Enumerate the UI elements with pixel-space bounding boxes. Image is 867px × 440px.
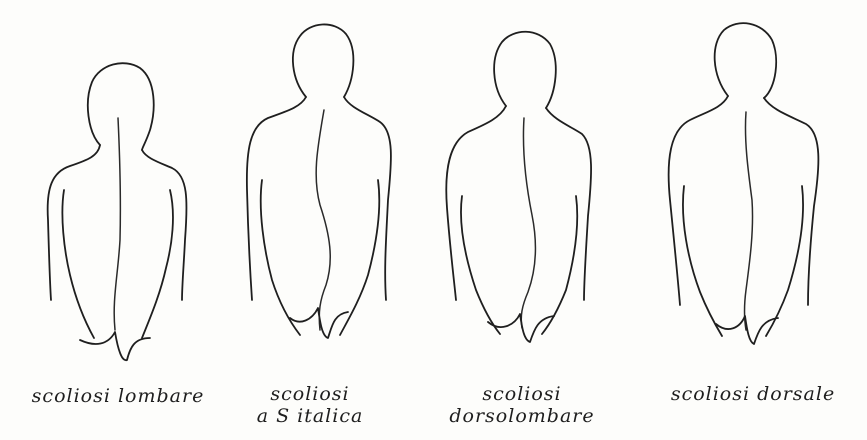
caption-s-italica: scoliosi a S italica — [235, 383, 385, 427]
figure-s-italica-outline — [247, 97, 391, 335]
caption-dorsolombare: scoliosi dorsolombare — [432, 383, 612, 427]
caption-s-italica-line-1: scoliosi — [235, 383, 385, 405]
figure-dorsolombare-head — [494, 32, 556, 108]
figure-dorsolombare-spine — [521, 118, 535, 328]
figure-dorsolombare-buttocks — [488, 314, 554, 342]
caption-dorsale: scoliosi dorsale — [648, 383, 858, 405]
caption-lombare: scoliosi lombare — [8, 385, 228, 407]
figure-dorsale-spine — [745, 112, 753, 330]
figure-dorsale — [669, 23, 819, 344]
figure-lombare-outline — [48, 145, 187, 338]
figure-lombare-buttocks — [80, 332, 150, 360]
figure-dorsale-outline — [669, 96, 819, 336]
figure-dorsale-head — [715, 23, 777, 98]
caption-dorsolombare-line-2: dorsolombare — [432, 405, 612, 427]
caption-s-italica-line-2: a S italica — [235, 405, 385, 427]
figure-dorsolombare-outline — [446, 106, 591, 334]
figure-s-italica-head — [293, 24, 354, 97]
figure-dorsolombare — [446, 32, 591, 342]
caption-dorsolombare-line-1: scoliosi — [432, 383, 612, 405]
figure-s-italica — [247, 24, 391, 338]
figure-lombare-spine — [114, 118, 120, 330]
figure-s-italica-spine — [316, 110, 330, 330]
caption-lombare-line-1: scoliosi lombare — [8, 385, 228, 407]
figure-lombare-head — [88, 63, 154, 150]
caption-dorsale-line-1: scoliosi dorsale — [648, 383, 858, 405]
figure-lombare — [48, 63, 187, 360]
